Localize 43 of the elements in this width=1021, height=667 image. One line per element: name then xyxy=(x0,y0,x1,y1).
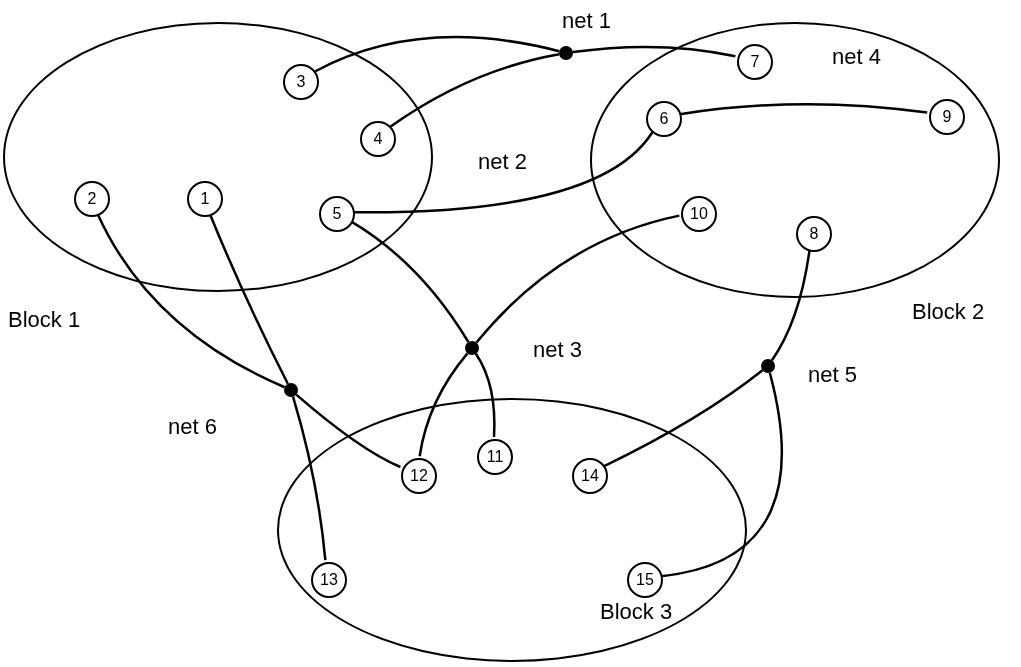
net-label: net 3 xyxy=(533,337,582,363)
pin-circle: 11 xyxy=(477,439,513,475)
wire xyxy=(291,396,327,561)
pin-circle: 10 xyxy=(681,196,717,232)
block-ellipse xyxy=(3,22,433,292)
net-label: net 4 xyxy=(832,44,881,70)
pin-circle: 12 xyxy=(401,458,437,494)
wire xyxy=(679,102,928,116)
wire xyxy=(353,131,654,214)
wire xyxy=(572,45,736,58)
wire xyxy=(603,369,764,468)
wire xyxy=(314,35,560,73)
wire xyxy=(474,353,496,438)
pin-circle: 8 xyxy=(796,216,832,252)
pin-circle: 5 xyxy=(319,196,355,232)
pin-circle: 4 xyxy=(360,121,396,157)
net-label: net 1 xyxy=(562,8,611,34)
wire xyxy=(389,53,560,128)
junction-dot xyxy=(559,46,573,60)
wire xyxy=(208,213,289,385)
junction-dot xyxy=(761,359,775,373)
net-label: net 2 xyxy=(478,149,527,175)
pin-circle: 3 xyxy=(283,64,319,100)
block-label: Block 3 xyxy=(600,599,673,625)
pin-circle: 6 xyxy=(646,101,682,137)
pin-circle: 9 xyxy=(929,99,965,135)
pin-circle: 7 xyxy=(737,44,773,80)
pin-circle: 14 xyxy=(572,458,608,494)
pin-circle: 2 xyxy=(74,181,110,217)
block-label: Block 1 xyxy=(8,307,81,333)
pin-circle: 1 xyxy=(187,181,223,217)
block-label: Block 2 xyxy=(912,299,985,325)
wire xyxy=(770,249,811,361)
net-label: net 6 xyxy=(168,414,217,440)
pin-circle: 13 xyxy=(311,562,347,598)
pin-circle: 15 xyxy=(627,562,663,598)
wire xyxy=(475,214,680,344)
junction-dot xyxy=(284,383,298,397)
wire xyxy=(295,393,401,469)
net-label: net 5 xyxy=(808,362,857,388)
junction-dot xyxy=(465,341,479,355)
wire xyxy=(418,352,469,457)
block-ellipse xyxy=(277,398,747,662)
